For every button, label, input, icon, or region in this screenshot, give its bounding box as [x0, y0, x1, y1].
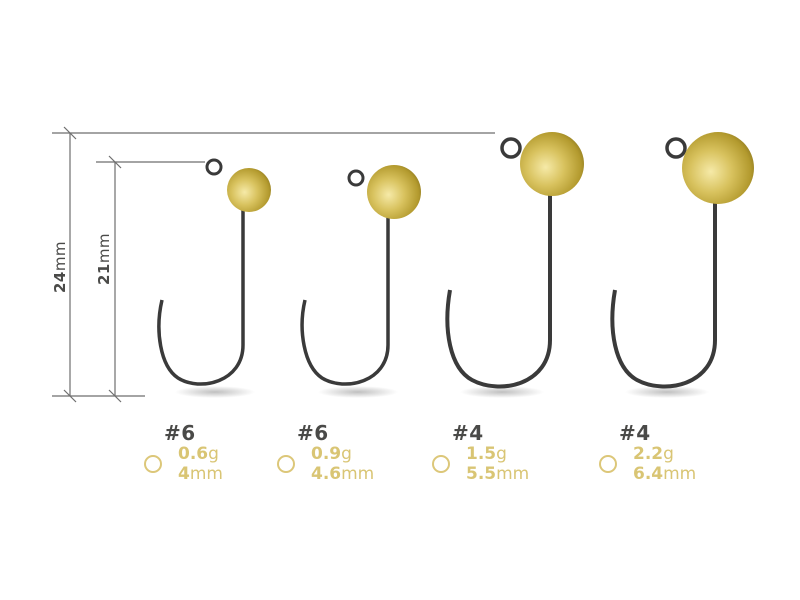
weight-value: 1.5	[466, 444, 497, 464]
weight-value: 0.9	[311, 444, 342, 464]
hook-2	[300, 165, 421, 386]
inner-length-label: 21mm	[95, 233, 113, 285]
bead-icon	[432, 455, 450, 473]
bead-icon	[599, 455, 617, 473]
bead-value: 4.6	[311, 464, 342, 484]
bead-value: 5.5	[466, 464, 497, 484]
weight-value: 0.6	[178, 444, 209, 464]
hook-size: #4	[619, 421, 651, 445]
hook-3	[445, 132, 584, 389]
bead-unit: mm	[496, 464, 530, 484]
bead-icon	[144, 455, 162, 473]
outer-length-label: 24mm	[51, 241, 69, 293]
hook-label-3: #4 1.5g 5.5mm	[432, 422, 529, 484]
hook-size: #6	[297, 421, 329, 445]
weight-value: 2.2	[633, 444, 664, 464]
inner-length-value: 21	[95, 263, 114, 286]
weight-unit: g	[208, 444, 219, 464]
hook-size: #6	[164, 421, 196, 445]
bead-icon	[277, 455, 295, 473]
weight-unit: g	[341, 444, 352, 464]
bead-unit: mm	[189, 464, 223, 484]
weight-unit: g	[663, 444, 674, 464]
hook-size: #4	[452, 421, 484, 445]
weight-unit: g	[496, 444, 507, 464]
hook-label-1: #6 0.6g 4mm	[144, 422, 223, 484]
bead-unit: mm	[341, 464, 375, 484]
hook-1	[157, 158, 271, 386]
outer-length-unit: mm	[51, 240, 70, 272]
outer-length-value: 24	[51, 271, 70, 294]
dimension-lines	[52, 126, 495, 403]
bead-value: 6.4	[633, 464, 664, 484]
bead-value: 4	[178, 464, 190, 484]
hook-4	[610, 132, 754, 389]
hook-label-4: #4 2.2g 6.4mm	[599, 422, 696, 484]
bead-unit: mm	[663, 464, 697, 484]
hook-label-2: #6 0.9g 4.6mm	[277, 422, 374, 484]
inner-length-unit: mm	[95, 232, 114, 264]
